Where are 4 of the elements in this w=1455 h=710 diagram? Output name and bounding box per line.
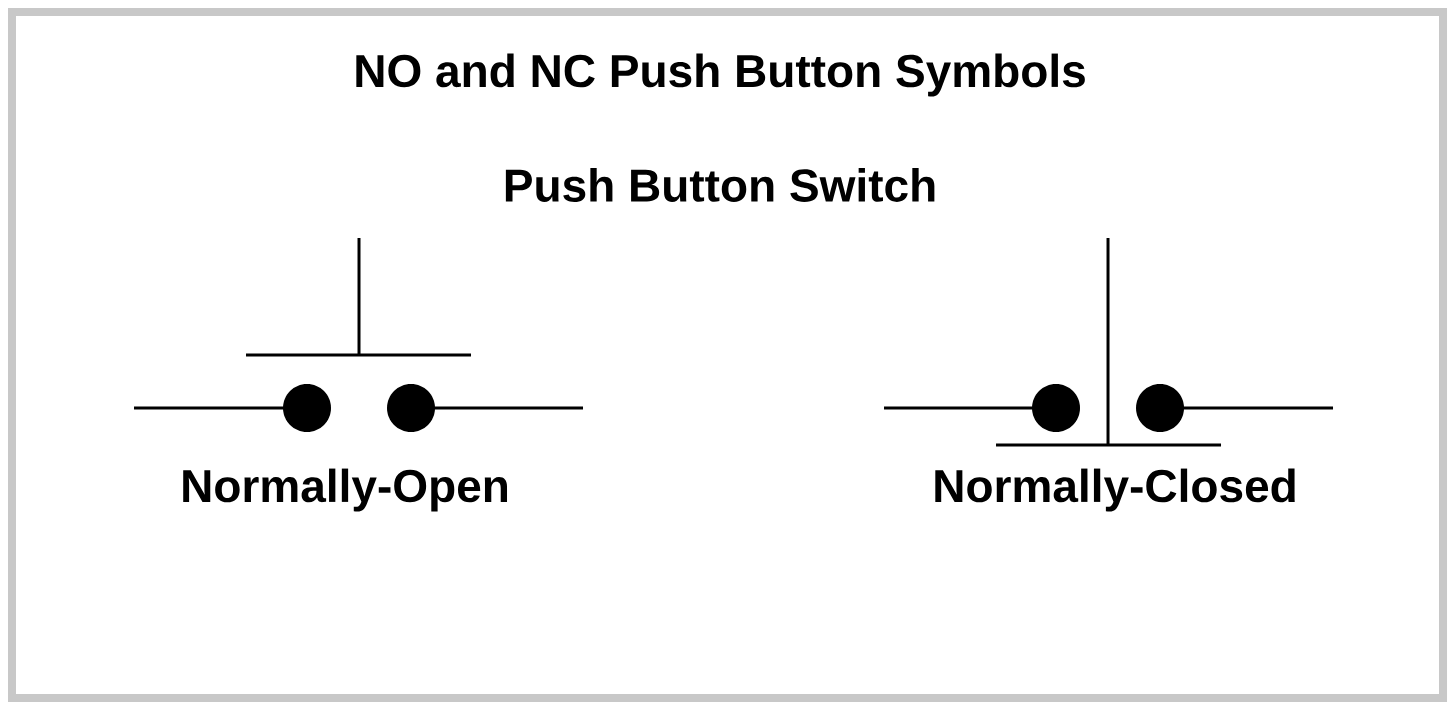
subtitle: Push Button Switch <box>505 168 935 202</box>
title: NO and NC Push Button Symbols <box>356 53 1085 97</box>
switch-caption: Normally-Closed <box>935 468 1295 512</box>
switch-caption: Normally-Open <box>183 468 507 512</box>
